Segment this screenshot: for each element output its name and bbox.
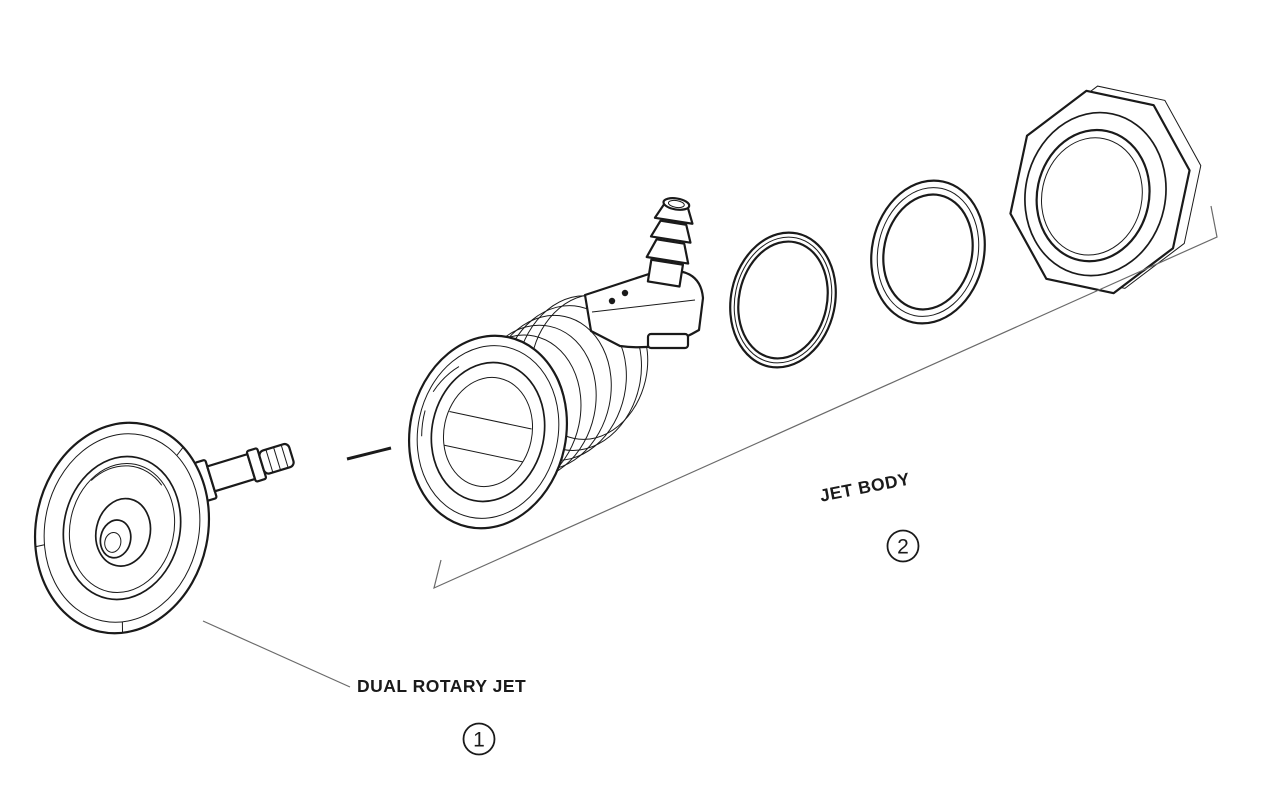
svg-text:2: 2 [897, 536, 909, 559]
lock-nut-drawing [1009, 85, 1202, 295]
jet-body-bracket-line [433, 205, 1218, 590]
svg-text:1: 1 [473, 729, 485, 752]
elbow-fitting-drawing [583, 197, 705, 350]
o-ring-large-drawing [870, 179, 986, 325]
dual-rotary-jet-label: DUAL ROTARY JET [357, 676, 526, 696]
jet-body-label: JET BODY [818, 469, 912, 506]
jet-body-drawing [407, 197, 705, 530]
dual-rotary-jet-leader-line [202, 620, 351, 688]
dual-rotary-jet-drawing [33, 421, 211, 635]
o-ring-small-drawing [729, 231, 837, 369]
axis-dash [346, 446, 392, 461]
jet-body-callout: 2 [886, 529, 920, 563]
jet-body-flange [407, 334, 569, 530]
dual-rotary-jet-callout: 1 [462, 722, 496, 756]
